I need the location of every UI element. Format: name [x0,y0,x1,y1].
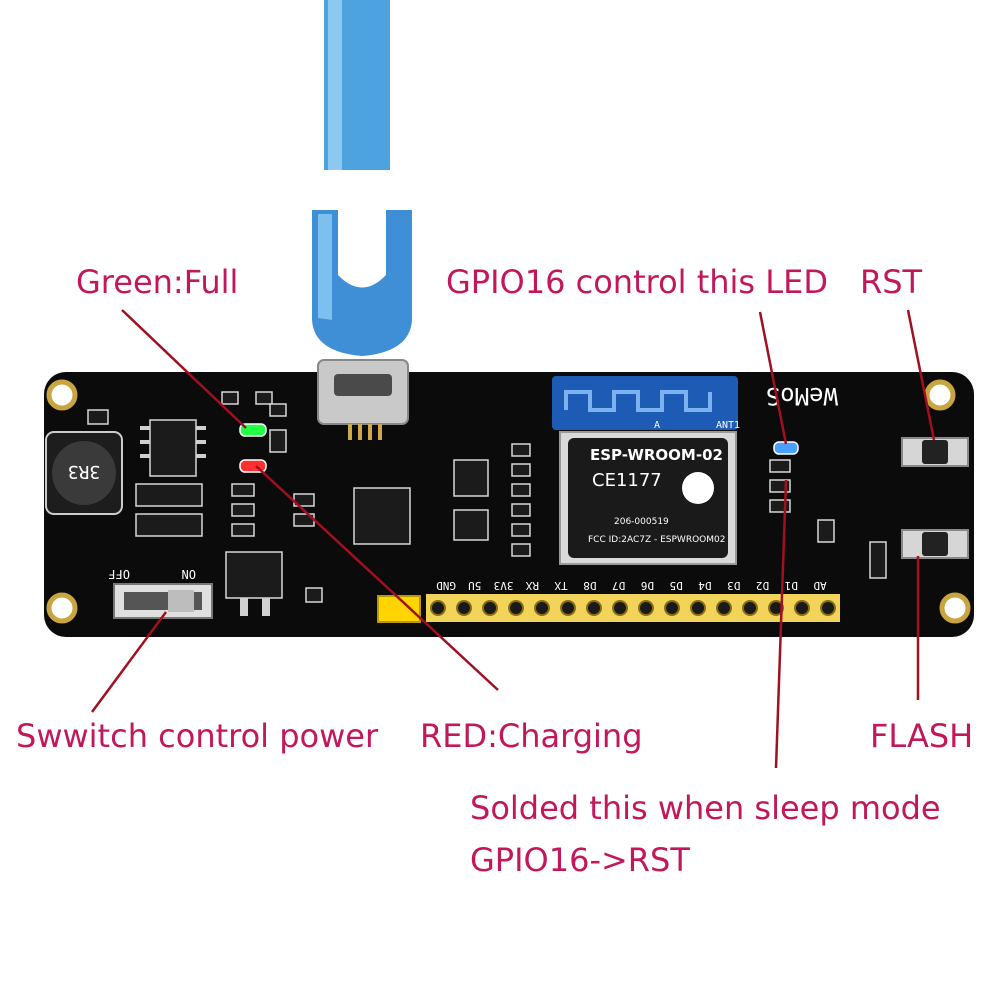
header-pin [638,600,654,616]
pin-label: D2 [756,579,769,592]
module-name: ESP-WROOM-02 [590,446,723,464]
header-pin [430,600,446,616]
pin-label: D3 [727,579,740,592]
switch-off-label: OFF [108,567,130,581]
yellow-capacitor [377,595,421,623]
header-pin-labels: GND 5U 3V3 RX TX D8 D7 D6 D5 D4 D3 D2 D1 AD [436,579,827,592]
header-pin [560,600,576,616]
usb-cable [312,0,412,356]
pin-label: D6 [641,579,654,592]
header-pin [586,600,602,616]
gpio16-rst-label: GPIO16->RST [470,841,690,879]
ce-mark: CE1177 [592,470,662,491]
pin-label: D7 [612,579,625,592]
sleep-mode-label: Solded this when sleep mode [470,789,941,827]
pin-label: AD [813,579,826,592]
antenna-a-label: A [654,420,660,431]
components [87,391,887,603]
switch-on-label: ON [182,567,196,581]
flash-label: FLASH [870,717,974,755]
rst-button [901,437,969,467]
green-full-label: Green:Full [76,263,239,301]
pin-label: GND [436,579,456,592]
header-pin [716,600,732,616]
flash-button [901,529,969,559]
header-pin [612,600,628,616]
header-pin [820,600,836,616]
header-pin [768,600,784,616]
header-pin [690,600,706,616]
mounting-holes [46,379,971,624]
header-pin [664,600,680,616]
cert-id: 206-000519 [614,517,669,527]
header-pin [794,600,810,616]
pin-label: 3V3 [494,579,514,592]
leader-lines [90,309,936,769]
fcc-id: FCC ID:2AC7Z - ESPWROOM02 [588,535,725,545]
header-pin [742,600,758,616]
chip-pins [140,426,270,616]
switch-power-label: Swwitch control power [16,717,379,755]
pin-label: D1 [785,579,798,592]
header-pin [534,600,550,616]
header-pin [482,600,498,616]
pin-label: TX [554,579,568,592]
red-charging-label: RED:Charging [420,717,643,755]
pin-label: RX [525,579,539,592]
pin-label: 5U [468,579,481,592]
header-pin [508,600,524,616]
header-pin [456,600,472,616]
rst-label: RST [860,263,923,301]
pin-label: D4 [698,579,712,592]
header-pins [426,594,840,622]
esp-module: A ANT1 ESP-WROOM-02 CE1177 206-000519 FC… [552,376,740,565]
micro-usb-port [317,359,409,440]
gpio16-led-label: GPIO16 control this LED [446,263,828,301]
pin-label: D8 [583,579,596,592]
inductor-label: 3R3 [68,461,101,482]
antenna-id-label: ANT1 [716,420,740,431]
inductor: 3R3 [45,431,123,515]
pin-label: D5 [670,579,683,592]
